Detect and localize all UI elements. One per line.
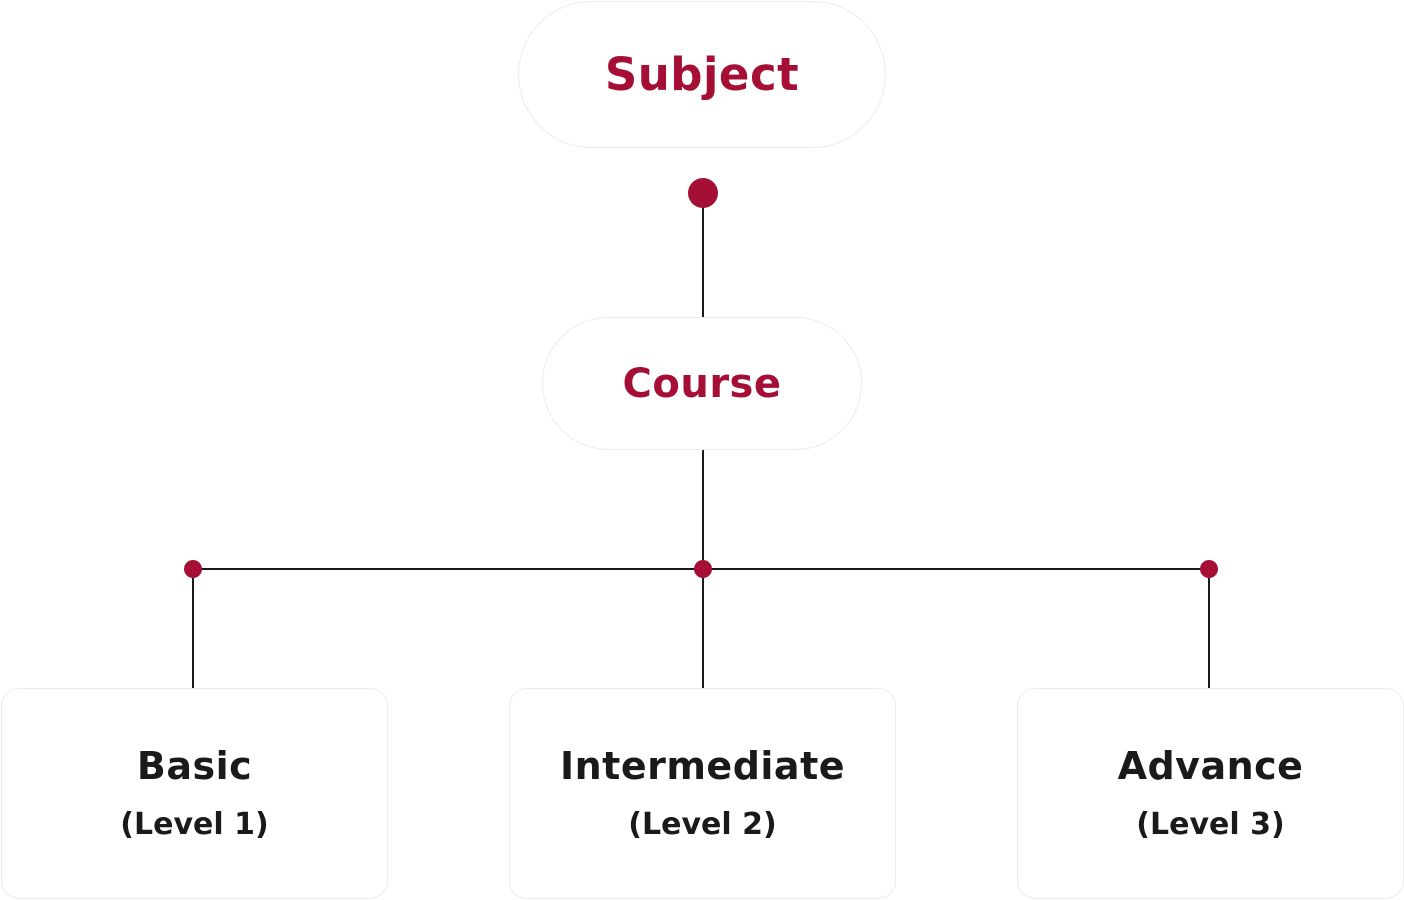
subject-node: Subject <box>518 1 886 148</box>
level-subtitle: (Level 3) <box>1136 806 1285 842</box>
level-title: Advance <box>1117 743 1304 788</box>
course-node: Course <box>542 317 862 450</box>
center-junction-dot <box>694 560 712 578</box>
level-card-advance: Advance (Level 3) <box>1017 688 1404 899</box>
level-card-basic: Basic (Level 1) <box>1 688 388 899</box>
course-label: Course <box>622 360 782 407</box>
subject-junction-dot <box>688 178 718 208</box>
level-subtitle: (Level 1) <box>120 806 269 842</box>
basic-junction-dot <box>184 560 202 578</box>
level-title: Basic <box>136 743 253 788</box>
level-title: Intermediate <box>559 743 846 788</box>
level-subtitle: (Level 2) <box>628 806 777 842</box>
level-card-intermediate: Intermediate (Level 2) <box>509 688 896 899</box>
subject-label: Subject <box>604 48 800 101</box>
advance-junction-dot <box>1200 560 1218 578</box>
